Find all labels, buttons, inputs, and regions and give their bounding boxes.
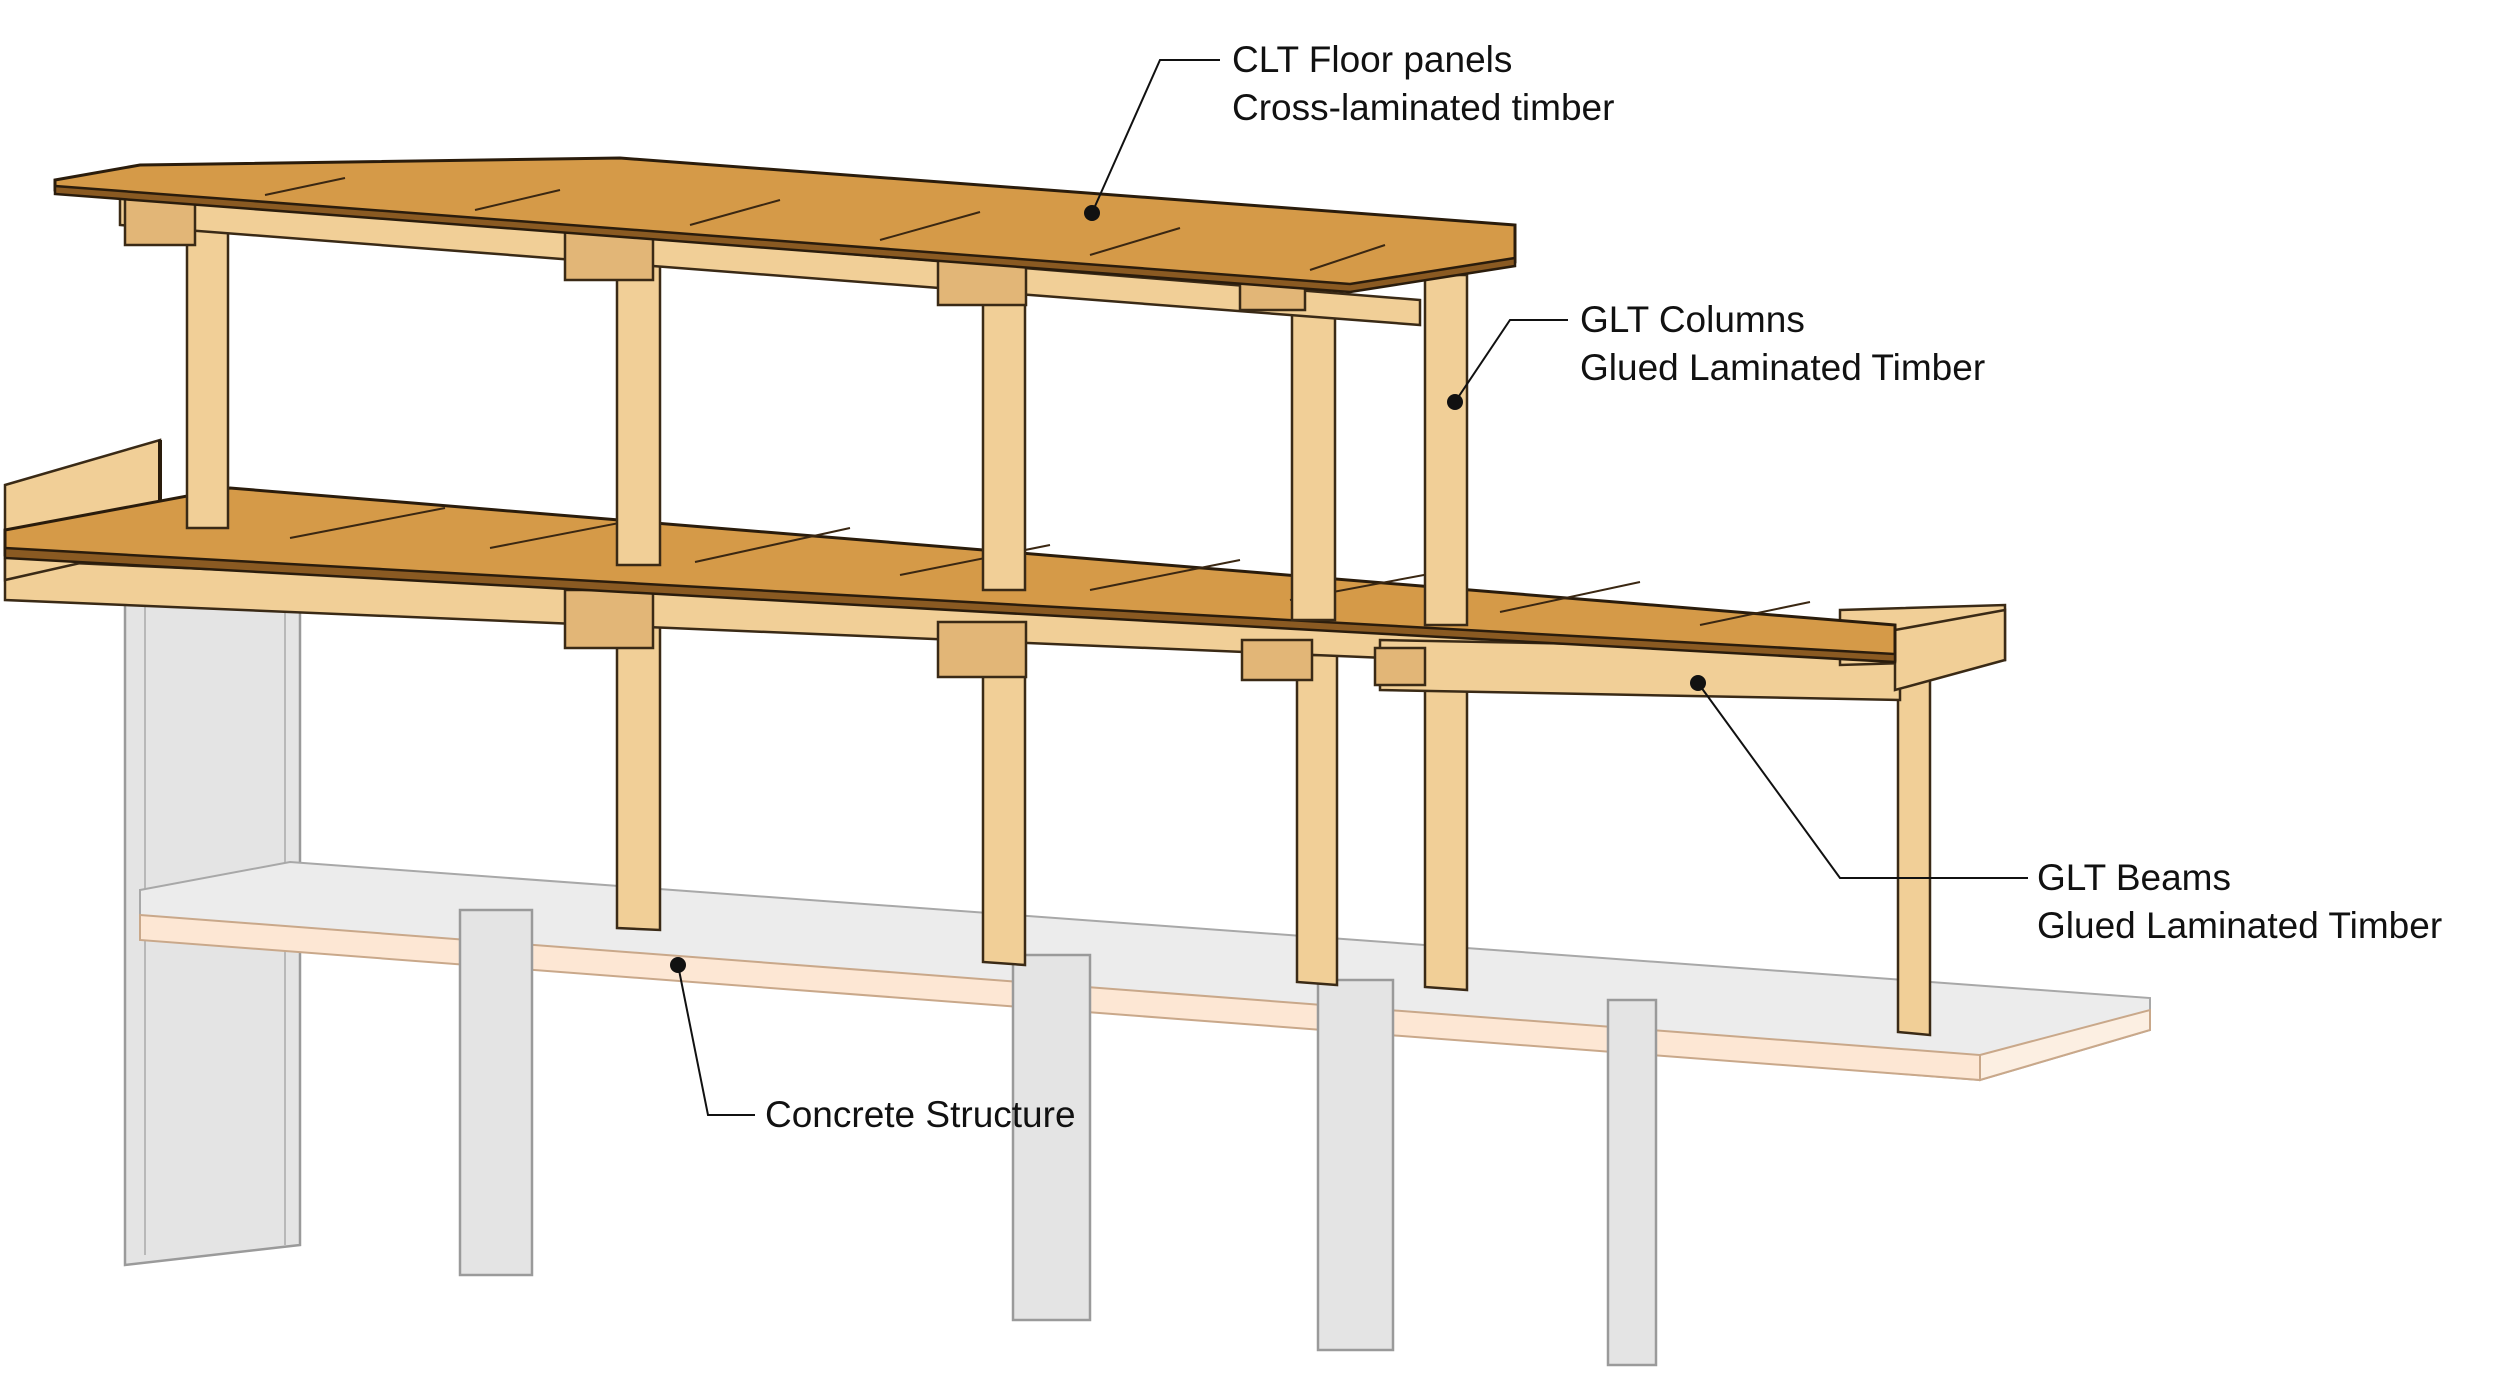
glt-column	[1295, 653, 1339, 987]
glt-column	[981, 628, 1027, 967]
glt-column	[185, 228, 230, 530]
glt-column	[615, 243, 662, 567]
glt-beam	[1893, 608, 2007, 692]
label-beams-line1: GLT Beams	[2037, 857, 2231, 898]
glt-columns-upper	[185, 228, 1469, 627]
upper-floor	[53, 156, 1517, 327]
label-glt-columns: GLT Columns Glued Laminated Timber	[1447, 299, 1985, 410]
glt-column	[1423, 273, 1469, 627]
glt-beam-end	[1240, 638, 1314, 682]
clt-panel-seams	[264, 177, 1386, 271]
glt-column	[1423, 663, 1469, 992]
clt-floor-edge	[3, 546, 1897, 664]
label-glt-beams: GLT Beams Glued Laminated Timber	[1690, 675, 2442, 946]
glt-beam-end	[1373, 646, 1427, 687]
lower-floor	[3, 438, 2007, 702]
glt-column	[981, 268, 1027, 592]
label-columns-line2: Glued Laminated Timber	[1580, 347, 1985, 388]
leader-dot	[1447, 394, 1463, 410]
concrete-column	[1316, 978, 1395, 1352]
label-clt-floor: CLT Floor panels Cross-laminated timber	[1084, 39, 1614, 221]
clt-floor-edge	[53, 184, 1517, 294]
leader-dot	[1690, 675, 1706, 691]
glt-beam-end	[563, 588, 655, 650]
label-clt-line1: CLT Floor panels	[1232, 39, 1512, 80]
concrete-column	[1011, 953, 1092, 1322]
concrete-column	[1606, 998, 1658, 1367]
label-columns-line1: GLT Columns	[1580, 299, 1805, 340]
label-concrete: Concrete Structure	[670, 957, 1076, 1135]
label-clt-line2: Cross-laminated timber	[1232, 87, 1614, 128]
glt-beam-end	[936, 620, 1028, 679]
concrete-column	[458, 908, 534, 1277]
label-beams-line2: Glued Laminated Timber	[2037, 905, 2442, 946]
leader-dot	[670, 957, 686, 973]
glt-column	[1290, 298, 1337, 622]
leader-dot	[1084, 205, 1100, 221]
label-concrete-line1: Concrete Structure	[765, 1094, 1076, 1135]
glt-column	[615, 598, 662, 932]
